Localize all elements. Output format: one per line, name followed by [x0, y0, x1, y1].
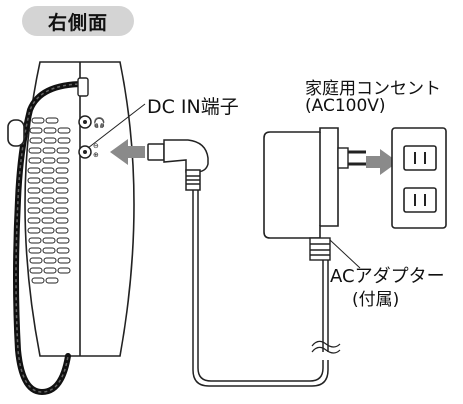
svg-text:🎧: 🎧 [93, 116, 105, 129]
plug-in-arrow-icon [366, 149, 398, 175]
wrist-strap [7, 81, 87, 396]
outlet-spec-label: (AC100V) [305, 96, 386, 116]
headphone-jack: 🎧 [78, 115, 105, 129]
speaker-grille [27, 117, 71, 284]
svg-text:⊕: ⊕ [93, 151, 99, 159]
wall-outlet [391, 127, 447, 229]
strap-anchor [77, 77, 89, 97]
dc-in-jack: ⊖ ⊕ [78, 142, 99, 159]
adapter-label: ACアダプター [330, 266, 445, 287]
section-title-badge: 右側面 [22, 6, 134, 36]
radio-body [24, 61, 135, 357]
adapter-note-label: (付属) [352, 290, 400, 310]
dc-in-label: DC IN端子 [147, 96, 239, 118]
svg-text:⊖: ⊖ [93, 142, 99, 150]
dc-plug [147, 139, 209, 191]
dc-in-leader [87, 103, 146, 149]
dc-cable [192, 190, 341, 387]
adapter-leader [329, 239, 361, 269]
outlet-label: 家庭用コンセント [305, 79, 441, 99]
section-title: 右側面 [47, 11, 108, 34]
ac-adapter [263, 127, 366, 261]
insert-arrow-icon [110, 139, 145, 165]
